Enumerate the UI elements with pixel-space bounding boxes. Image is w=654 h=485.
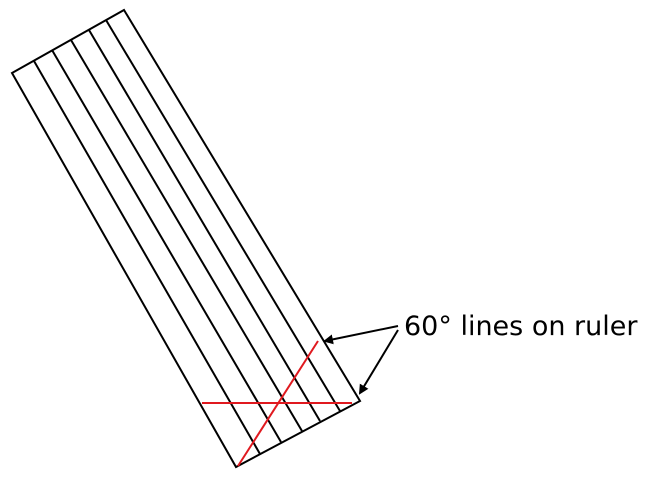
ruler-outline (10, 8, 362, 469)
ruler-line-1 (33, 60, 261, 455)
ruler-line-5 (105, 19, 341, 412)
ruler (10, 8, 362, 469)
angle-lines (202, 340, 352, 467)
arrow-to-horizontal-line (358, 329, 399, 395)
annotation-arrows (323, 325, 399, 395)
red-60-degree-line (237, 340, 319, 467)
ruler-line-2 (51, 49, 282, 443)
ruler-line-4 (88, 29, 321, 422)
annotation-label: 60° lines on ruler (404, 311, 638, 342)
arrow-to-60-degree-line (323, 325, 399, 345)
ruler-line-3 (70, 39, 303, 432)
